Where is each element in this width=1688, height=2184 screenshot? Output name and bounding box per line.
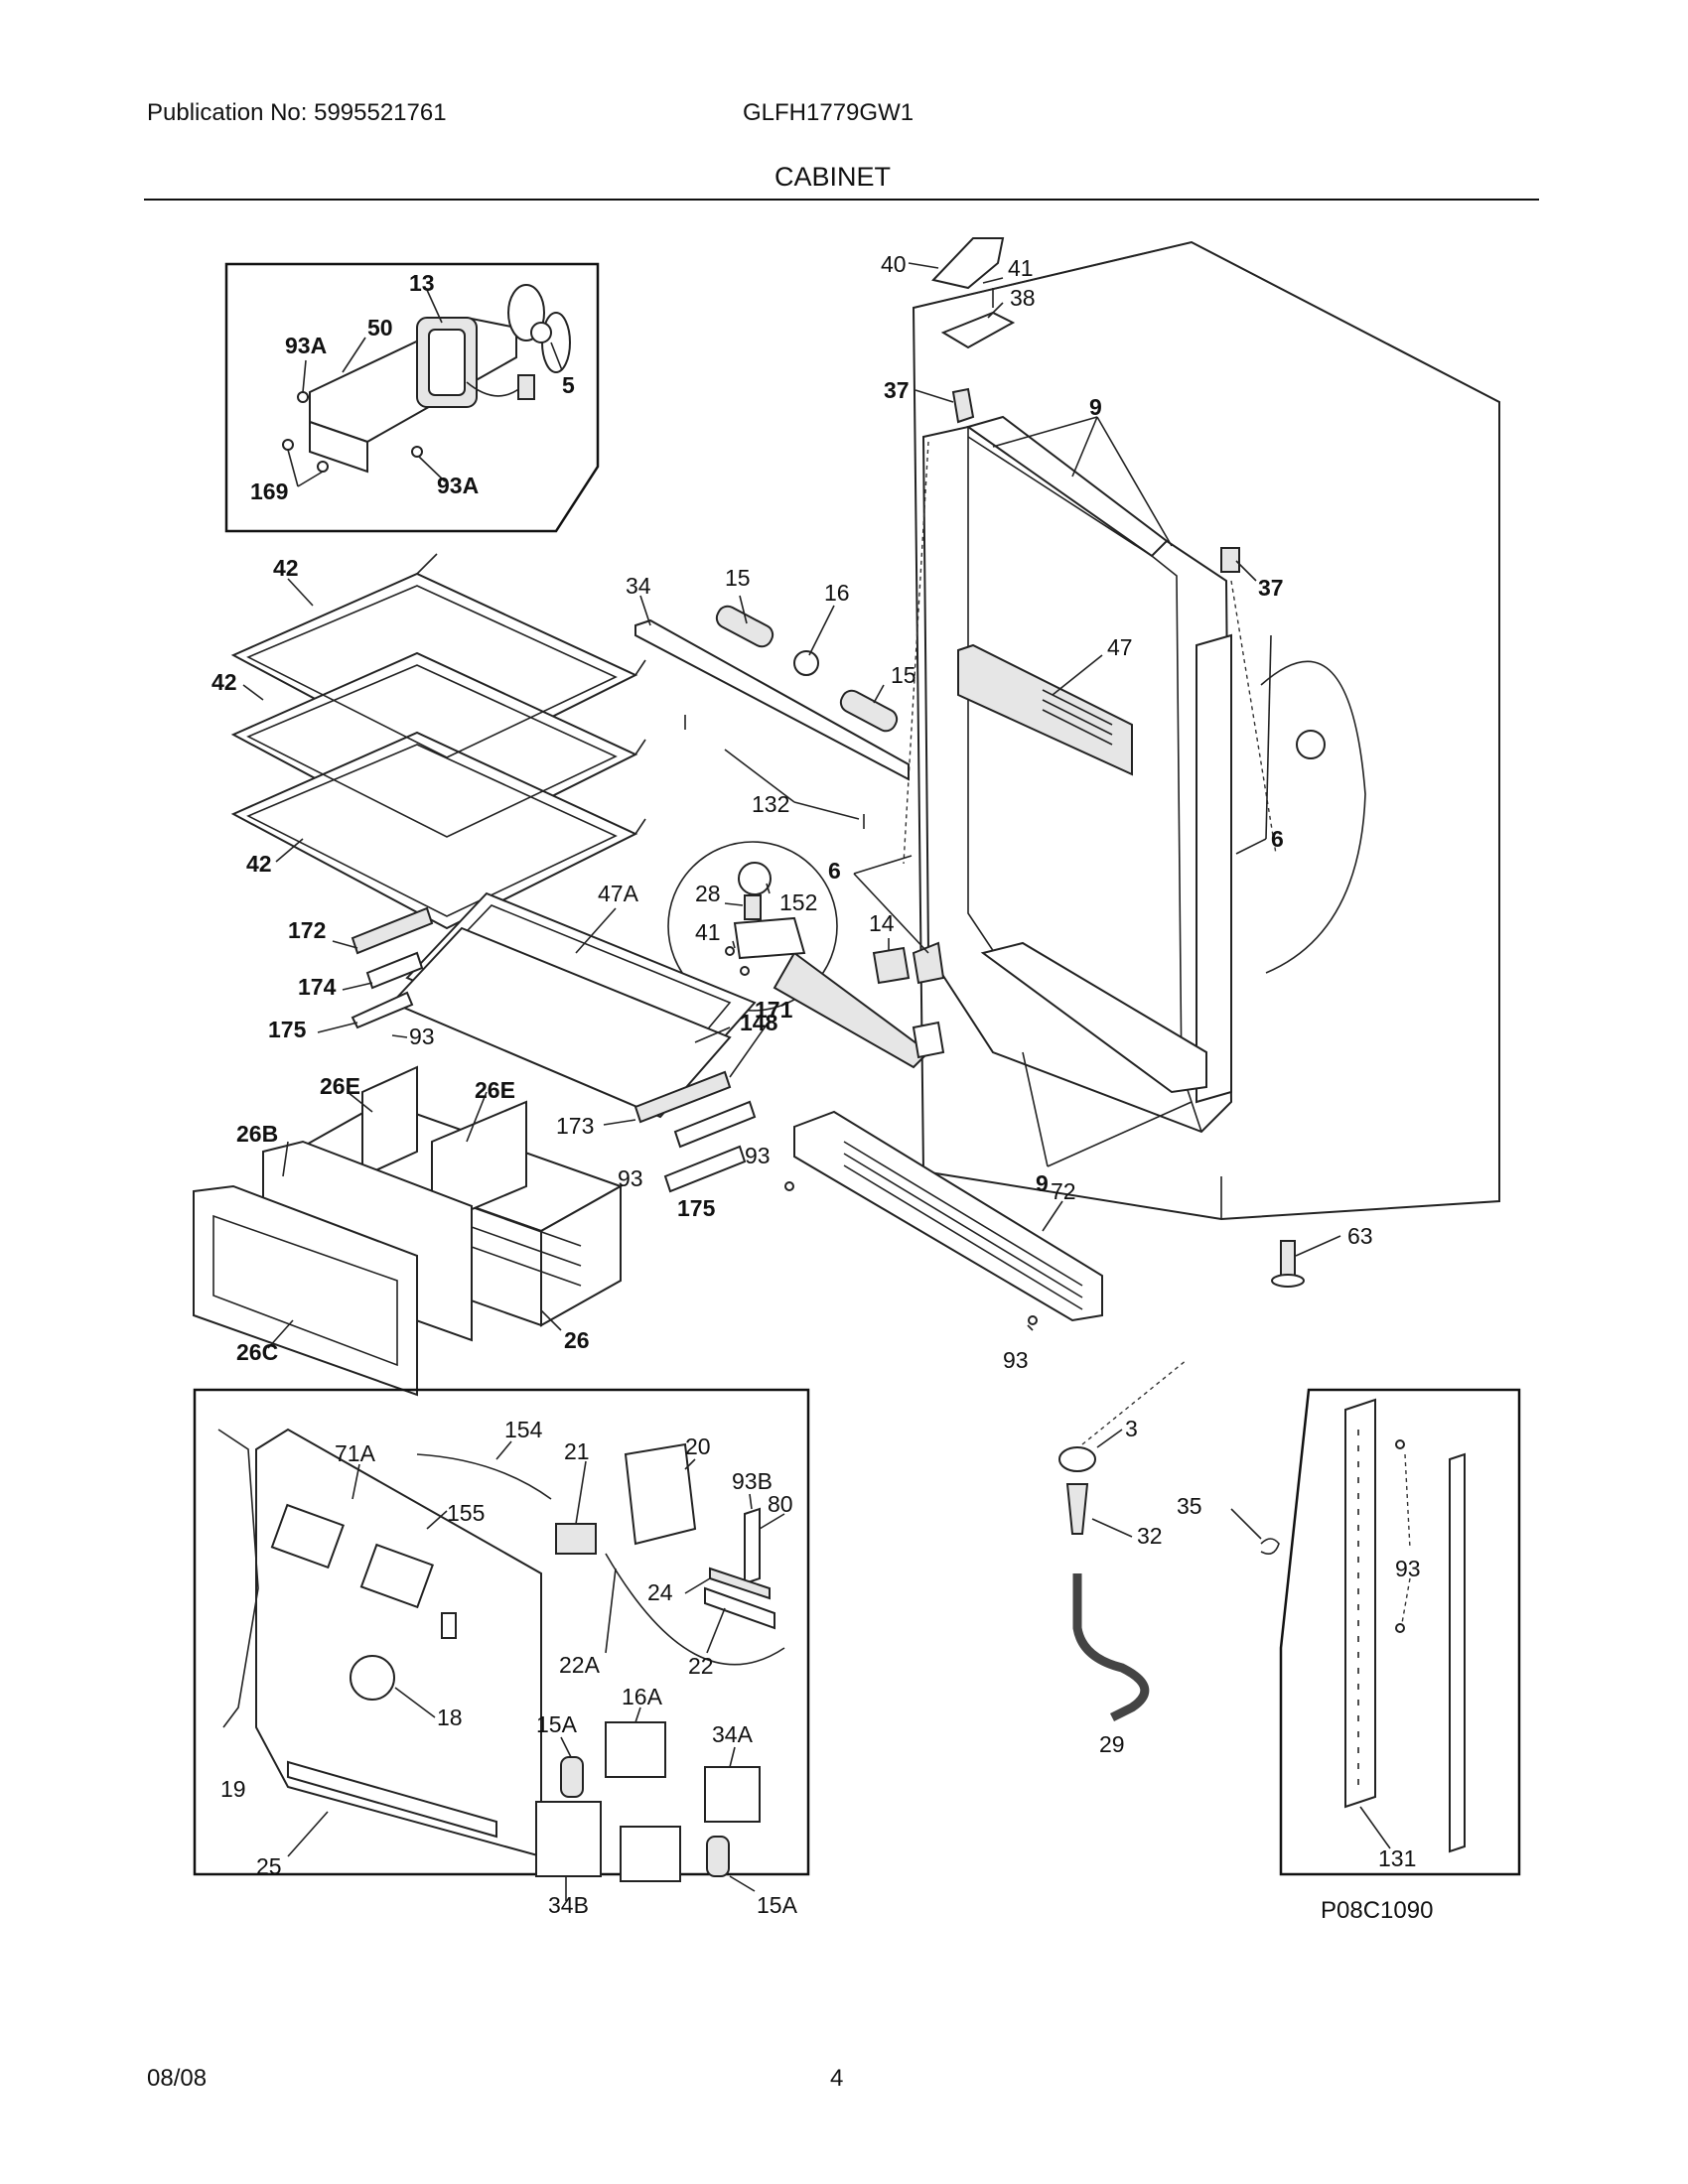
callout-34a: 34A	[712, 1721, 754, 1747]
callout-16: 16	[824, 580, 850, 606]
callout-15a: 15A	[757, 1892, 798, 1918]
callout-172: 172	[288, 917, 326, 943]
callout-93: 93	[409, 1024, 435, 1049]
callout-148: 148	[740, 1010, 778, 1035]
callout-131: 131	[1378, 1845, 1416, 1871]
callout-13: 13	[409, 270, 435, 296]
callout-38: 38	[1010, 285, 1036, 311]
callout-29: 29	[1099, 1731, 1125, 1757]
callout-26c: 26C	[236, 1339, 278, 1365]
section-title: CABINET	[774, 162, 892, 192]
callout-26e: 26E	[320, 1073, 360, 1099]
callout-42: 42	[273, 555, 299, 581]
callout-15: 15	[725, 565, 751, 591]
hinge-detail-circle: 28 152 41 14	[667, 841, 945, 1069]
callout-15: 15	[891, 662, 916, 688]
callout-175: 175	[677, 1195, 716, 1221]
header-rule	[144, 199, 1539, 201]
callout-93a: 93A	[437, 473, 479, 498]
control-housing-inset: 71A 154 21 20 93B 80 155 24 22A 22 15A 1…	[193, 1388, 810, 1918]
light-bar-assembly: 34 15 16 15 132	[626, 565, 916, 829]
footer-date: 08/08	[147, 2065, 208, 2092]
page-number: 4	[830, 2065, 844, 2092]
callout-25: 25	[256, 1853, 282, 1879]
callout-32: 32	[1137, 1523, 1163, 1549]
callout-6: 6	[828, 858, 841, 884]
callout-174: 174	[298, 974, 337, 1000]
model-number: GLFH1779GW1	[743, 99, 914, 126]
callout-5: 5	[562, 372, 575, 398]
callout-26: 26	[564, 1327, 590, 1353]
callout-18: 18	[437, 1705, 463, 1730]
callout-80: 80	[768, 1491, 793, 1517]
callout-3: 3	[1125, 1416, 1138, 1441]
callout-37: 37	[1258, 575, 1284, 601]
callout-50: 50	[367, 315, 393, 341]
callout-14: 14	[869, 910, 895, 936]
callout-22a: 22A	[559, 1652, 601, 1678]
callout-171: 171	[755, 997, 793, 1023]
callout-47: 47	[1107, 634, 1133, 660]
callout-41: 41	[1008, 255, 1034, 281]
callout-173: 173	[556, 1113, 594, 1139]
callout-20: 20	[685, 1433, 711, 1459]
callout-93a: 93A	[285, 333, 327, 358]
callout-26e: 26E	[475, 1077, 515, 1103]
callout-40: 40	[881, 251, 907, 277]
callout-93: 93	[618, 1165, 643, 1191]
callout-35: 35	[1177, 1493, 1202, 1519]
callout-155: 155	[447, 1500, 485, 1526]
fan-motor-inset: 13 93A 50 5 169 93A	[224, 262, 600, 533]
callout-175: 175	[268, 1017, 307, 1042]
callout-37: 37	[884, 377, 910, 403]
callout-34b: 34B	[548, 1892, 589, 1918]
callout-22: 22	[688, 1653, 714, 1679]
callout-93: 93	[1395, 1556, 1421, 1581]
callout-132: 132	[752, 791, 789, 817]
callout-71a: 71A	[335, 1440, 376, 1466]
callout-93b: 93B	[732, 1468, 773, 1494]
callout-47a: 47A	[598, 881, 639, 906]
control-slots	[1042, 689, 1113, 746]
callout-93: 93	[745, 1143, 771, 1168]
callout-9: 9	[1089, 394, 1102, 420]
callout-19: 19	[220, 1776, 246, 1802]
callout-15a: 15A	[536, 1711, 578, 1737]
callout-152: 152	[779, 889, 817, 915]
callout-93: 93	[1003, 1347, 1029, 1373]
callout-63: 63	[1347, 1223, 1373, 1249]
callout-72: 72	[1051, 1178, 1076, 1204]
callout-169: 169	[250, 478, 288, 504]
callout-21: 21	[564, 1438, 590, 1464]
kickplate-louvers	[843, 1141, 1083, 1310]
callout-34: 34	[626, 573, 651, 599]
rail-inset: 93 131	[1279, 1388, 1521, 1876]
callout-41: 41	[695, 919, 721, 945]
callout-42: 42	[246, 851, 272, 877]
callout-28: 28	[695, 881, 721, 906]
callout-154: 154	[504, 1417, 543, 1442]
publication-number: Publication No: 5995521761	[147, 99, 447, 126]
callout-42: 42	[211, 669, 237, 695]
callout-24: 24	[647, 1579, 673, 1605]
callout-6: 6	[1271, 826, 1284, 852]
callout-26b: 26B	[236, 1121, 278, 1147]
diagram-code: P08C1090	[1321, 1897, 1433, 1924]
shelves: 42 42 42	[211, 553, 646, 930]
crisper-assembly: 172 47A 174 175 93 148 171 26E 26E 26B 1…	[193, 881, 793, 1397]
drain-parts: 3 35 32 29	[1058, 1359, 1280, 1757]
callout-16a: 16A	[622, 1684, 663, 1709]
kickplate: 72 93	[784, 1110, 1103, 1373]
callout-9: 9	[1036, 1170, 1049, 1196]
cabinet-body: 40 41 38 37 9 37 47 6 6 9 63	[828, 237, 1500, 1288]
